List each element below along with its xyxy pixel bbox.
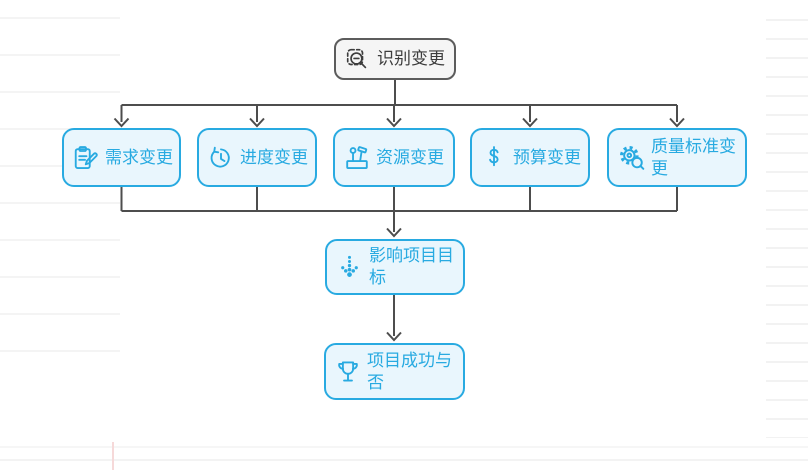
background-pink-tick (112, 442, 114, 470)
node-project-success[interactable]: 项目成功与否 (324, 343, 465, 400)
clipboard-pencil-icon (74, 145, 98, 169)
node-resource-change[interactable]: 资源变更 (333, 128, 455, 187)
node-impact-project-goals[interactable]: 影响项目目标 (325, 239, 465, 295)
node-label: 进度变更 (240, 147, 308, 167)
zoom-area-icon (346, 48, 367, 68)
dotted-arrow-down-icon (341, 255, 358, 277)
node-label: 识别变更 (377, 49, 445, 69)
node-budget-change[interactable]: 预算变更 (470, 128, 590, 187)
node-label: 资源变更 (376, 147, 444, 167)
background-ruling-right (766, 2, 808, 438)
gear-magnifier-icon (620, 146, 645, 170)
node-identify-change[interactable]: 识别变更 (334, 38, 456, 80)
node-requirement-change[interactable]: 需求变更 (62, 128, 181, 187)
background-ruling-bottom (0, 459, 808, 461)
trophy-icon (338, 361, 358, 381)
background-ruling-bottom (0, 446, 808, 448)
node-quality-standard-change[interactable]: 质量标准变更 (607, 128, 747, 187)
schedule-clock-icon (210, 146, 230, 168)
toolbox-icon (346, 145, 368, 169)
node-schedule-change[interactable]: 进度变更 (197, 128, 317, 187)
dollar-icon (489, 145, 499, 166)
node-label: 质量标准变更 (651, 136, 736, 178)
node-label: 项目成功与否 (367, 350, 452, 392)
node-label: 需求变更 (105, 147, 173, 167)
node-label: 影响项目目标 (369, 246, 454, 287)
node-label: 预算变更 (513, 147, 581, 167)
